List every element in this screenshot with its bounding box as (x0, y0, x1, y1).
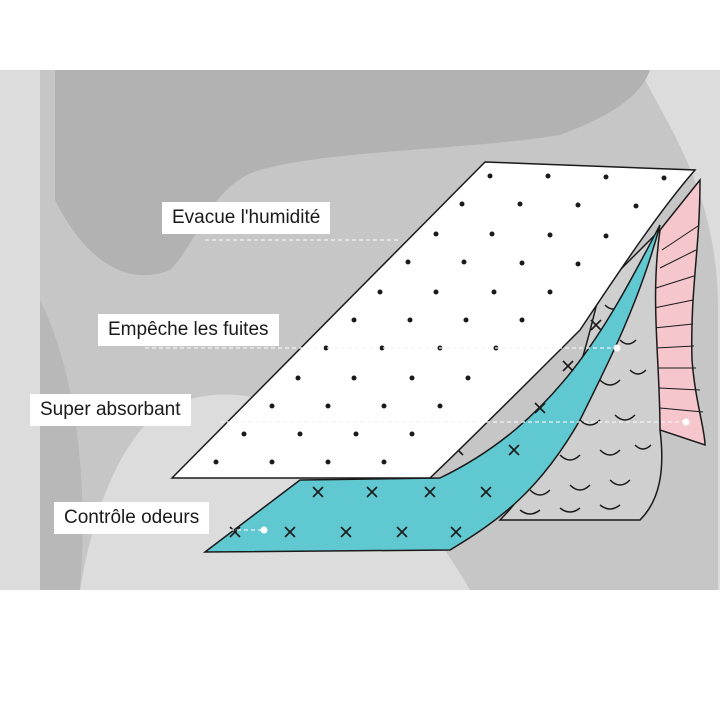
leader-dots (260, 344, 690, 534)
teal-layer (202, 224, 661, 553)
top-dotted-layer (170, 161, 697, 479)
label-evacue-humidite: Evacue l'humidité (162, 202, 331, 234)
leader-lines (145, 239, 685, 531)
underwear-silhouette (55, 70, 650, 276)
label-empeche-fuites: Empêche les fuites (98, 314, 279, 346)
top-layer-dots (213, 173, 667, 465)
label-super-absorbant: Super absorbant (30, 394, 191, 426)
pink-layer-stripes (653, 225, 704, 413)
label-controle-odeurs: Contrôle odeurs (54, 502, 210, 534)
